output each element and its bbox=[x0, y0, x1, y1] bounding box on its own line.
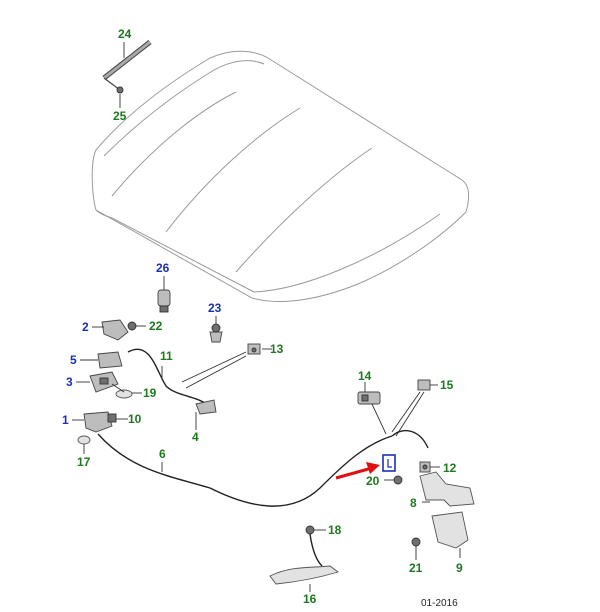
highlight-box-part-7 bbox=[382, 454, 396, 472]
callout-24: 24 bbox=[118, 27, 132, 41]
bolt-part-21 bbox=[411, 537, 421, 547]
callout-18: 18 bbox=[328, 523, 342, 537]
cable-bracket-part-4 bbox=[195, 399, 217, 415]
fastener-part-12 bbox=[419, 461, 431, 473]
callout-6: 6 bbox=[159, 447, 166, 461]
callout-11: 11 bbox=[160, 349, 173, 363]
callout-19: 19 bbox=[143, 386, 157, 400]
callout-group-blue: 26 23 2 5 3 1 bbox=[62, 261, 222, 427]
bracket-part-5 bbox=[97, 351, 123, 369]
clip-part-18 bbox=[305, 525, 315, 535]
bolt-part-20 bbox=[393, 475, 403, 485]
bracket-part-2 bbox=[101, 319, 137, 341]
callout-5: 5 bbox=[70, 353, 77, 367]
clip-part-15 bbox=[417, 379, 431, 391]
callout-21: 21 bbox=[409, 561, 423, 575]
callout-1: 1 bbox=[62, 413, 69, 427]
latch-part-14 bbox=[357, 391, 381, 405]
hood-gas-strut bbox=[102, 40, 152, 94]
callout-15: 15 bbox=[440, 378, 454, 392]
callout-26: 26 bbox=[156, 261, 170, 275]
callout-10: 10 bbox=[128, 412, 142, 426]
callout-8: 8 bbox=[410, 496, 417, 510]
latch-part-3 bbox=[89, 371, 133, 399]
handle-part-16 bbox=[269, 565, 339, 585]
callout-23: 23 bbox=[208, 301, 222, 315]
callout-group: 24 25 22 13 19 10 17 4 11 6 14 15 12 20 … bbox=[77, 27, 463, 606]
callout-9: 9 bbox=[456, 561, 463, 575]
callout-3: 3 bbox=[66, 375, 73, 389]
callout-25: 25 bbox=[113, 109, 127, 123]
clip-part-23 bbox=[209, 323, 223, 343]
hood-panel bbox=[91, 50, 470, 303]
callout-16: 16 bbox=[303, 592, 317, 606]
release-cable-11 bbox=[127, 348, 207, 405]
callout-2: 2 bbox=[82, 320, 89, 334]
callout-14: 14 bbox=[358, 369, 372, 383]
callout-22: 22 bbox=[149, 319, 163, 333]
bump-stop-part bbox=[157, 289, 171, 313]
callout-17: 17 bbox=[77, 455, 91, 469]
callout-4: 4 bbox=[192, 430, 199, 444]
release-cable-6 bbox=[97, 433, 393, 507]
callout-13: 13 bbox=[270, 342, 284, 356]
cable-end bbox=[391, 429, 429, 449]
latch-bracket-part-8 bbox=[419, 471, 475, 507]
clip-part-13 bbox=[247, 343, 261, 355]
red-arrow bbox=[335, 462, 380, 480]
callout-12: 12 bbox=[443, 461, 457, 475]
callout-20: 20 bbox=[366, 474, 380, 488]
mounting-bracket-part-9 bbox=[431, 511, 469, 549]
date-code: 01-2016 bbox=[421, 598, 458, 609]
hinge-part-1 bbox=[77, 411, 117, 445]
